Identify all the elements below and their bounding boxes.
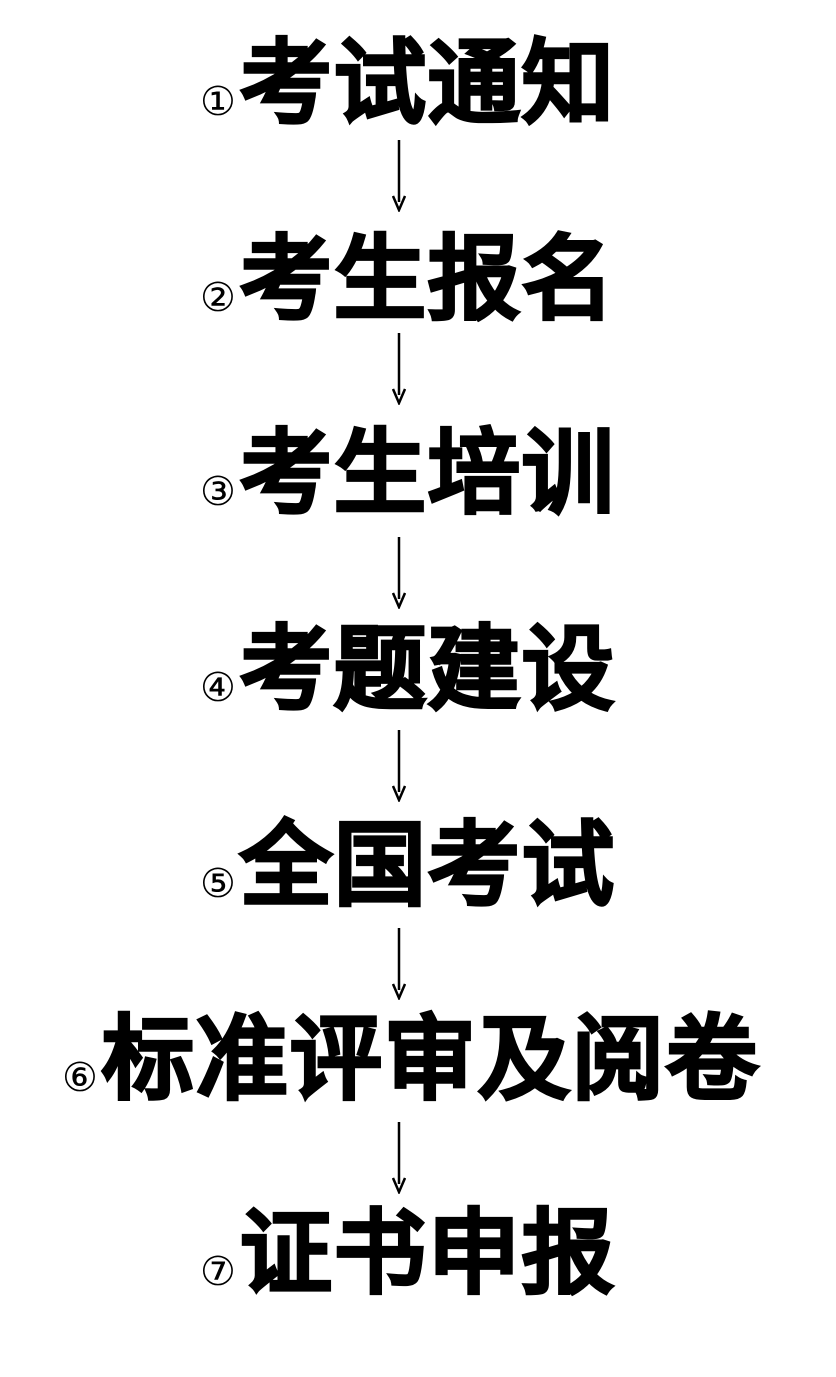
step-number: ⑤ xyxy=(200,861,236,907)
down-arrow-icon xyxy=(392,333,406,405)
down-arrow-icon xyxy=(392,537,406,609)
step-number: ② xyxy=(200,275,236,321)
step-label: 考题建设 xyxy=(239,616,616,723)
step-label: 考试通知 xyxy=(239,30,616,137)
step-label: 证书申报 xyxy=(239,1200,616,1307)
step-1: ① 考试通知 xyxy=(200,30,616,137)
down-arrow-icon xyxy=(392,1122,406,1194)
step-7: ⑦ 证书申报 xyxy=(200,1200,616,1307)
step-2: ② 考生报名 xyxy=(200,226,616,333)
step-label: 标准评审及阅卷 xyxy=(101,1006,760,1113)
step-number: ① xyxy=(200,79,236,125)
step-label: 考生报名 xyxy=(239,226,616,333)
down-arrow-icon xyxy=(392,140,406,212)
step-4: ④ 考题建设 xyxy=(200,616,616,723)
step-label: 考生培训 xyxy=(239,420,616,527)
step-label: 全国考试 xyxy=(239,812,616,919)
step-number: ⑥ xyxy=(62,1055,98,1101)
step-number: ⑦ xyxy=(200,1249,236,1295)
down-arrow-icon xyxy=(392,928,406,1000)
step-number: ④ xyxy=(200,665,236,711)
step-number: ③ xyxy=(200,469,236,515)
down-arrow-icon xyxy=(392,730,406,802)
step-3: ③ 考生培训 xyxy=(200,420,616,527)
step-5: ⑤ 全国考试 xyxy=(200,812,616,919)
step-6: ⑥ 标准评审及阅卷 xyxy=(62,1006,760,1113)
